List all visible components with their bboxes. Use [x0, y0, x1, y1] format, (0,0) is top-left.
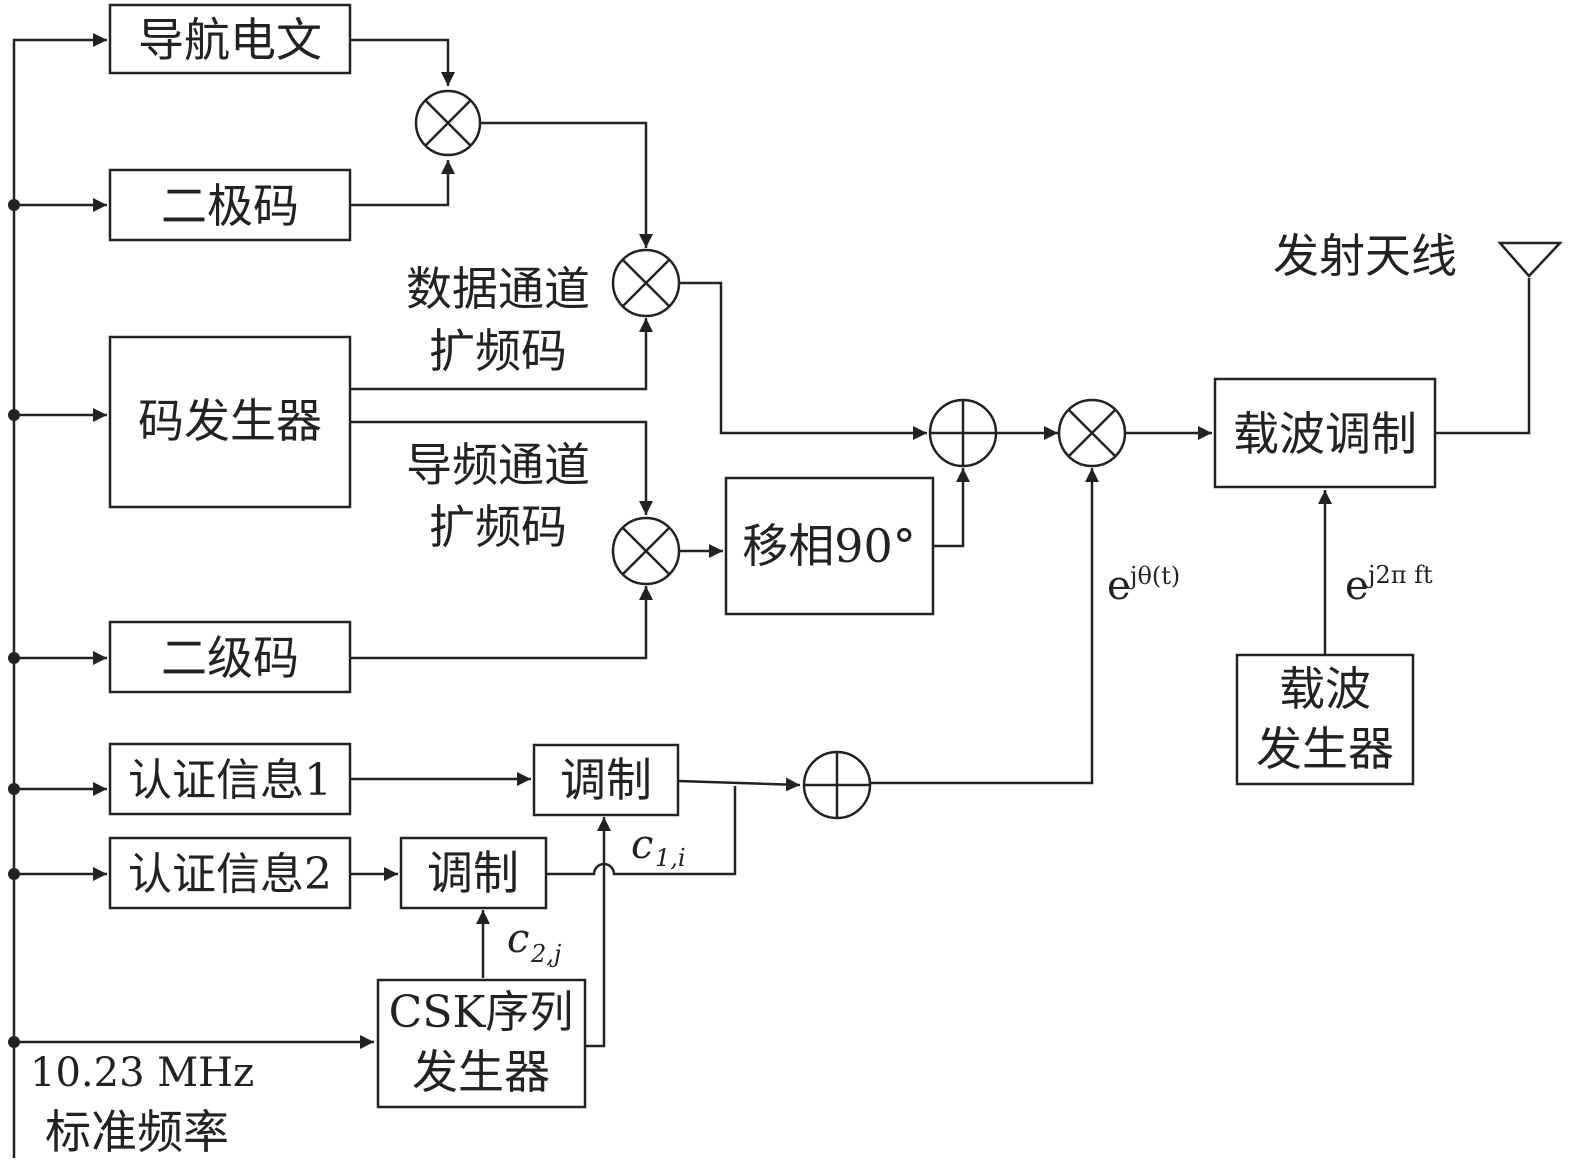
secondary-code-label: 二级码	[161, 631, 299, 685]
bipolar-code-label: 二极码	[161, 179, 299, 233]
clock-desc-label: 标准频率	[45, 1105, 229, 1159]
antenna-icon	[1497, 241, 1563, 278]
csk-label-line1: CSK序列	[389, 987, 574, 1038]
carrier-exp-label: e j2π ft	[1345, 561, 1433, 609]
tx-antenna-label: 发射天线	[1273, 229, 1457, 283]
auth-info-1-label: 认证信息1	[128, 755, 332, 806]
phase-shift-block: 移相90°	[724, 476, 935, 616]
code-generator-block: 码发生器	[108, 335, 352, 509]
phase-shift-label: 移相90°	[742, 519, 916, 573]
code-generator-label: 码发生器	[138, 394, 322, 448]
auth-info-2-label: 认证信息2	[128, 849, 332, 900]
svg-text:e: e	[1107, 563, 1131, 609]
bipolar-code-block: 二极码	[108, 168, 352, 242]
svg-text:c: c	[631, 822, 653, 868]
junction-dot	[8, 1036, 20, 1048]
nav-message-block: 导航电文	[108, 3, 352, 75]
carrier-generator-block: 载波 发生器	[1235, 653, 1415, 786]
adder-1	[928, 398, 998, 468]
theta-phase-label: e jθ(t)	[1107, 562, 1180, 609]
c1i-label: c 1,i	[631, 822, 686, 872]
junction-dot	[8, 652, 20, 664]
pilot-channel-label-line2: 扩频码	[429, 500, 567, 554]
multiplier-2	[611, 248, 681, 318]
multiplier-3	[611, 516, 681, 586]
carrier-modulation-block: 载波调制	[1213, 377, 1437, 489]
carrier-generator-line2: 发生器	[1256, 722, 1394, 776]
data-channel-label-line2: 扩频码	[429, 324, 567, 378]
svg-text:2,j: 2,j	[530, 940, 562, 968]
modulate-2-block: 调制	[399, 836, 548, 910]
auth-info-1-block: 认证信息1	[108, 742, 352, 816]
signal-lines	[350, 38, 1531, 1048]
clock-freq-label: 10.23 MHz	[30, 1050, 254, 1096]
csk-sequence-generator-block: CSK序列 发生器	[376, 978, 587, 1109]
adder-2	[802, 750, 872, 820]
svg-text:1,i: 1,i	[655, 844, 686, 872]
nav-message-label: 导航电文	[138, 13, 322, 67]
carrier-modulation-label: 载波调制	[1233, 407, 1417, 461]
svg-text:c: c	[507, 916, 529, 962]
modulate-1-label: 调制	[560, 753, 652, 807]
junction-dot	[8, 783, 20, 795]
clock-bus	[8, 33, 374, 1158]
data-channel-label-line1: 数据通道	[406, 262, 590, 316]
pilot-channel-label-line1: 导频通道	[406, 438, 590, 492]
junction-dot	[8, 868, 20, 880]
modulate-2-label: 调制	[427, 846, 519, 900]
svg-text:j2π ft: j2π ft	[1365, 561, 1433, 589]
auth-info-2-block: 认证信息2	[108, 836, 352, 910]
modulate-1-block: 调制	[532, 743, 680, 817]
secondary-code-block: 二级码	[108, 620, 352, 694]
carrier-generator-line1: 载波	[1279, 662, 1371, 716]
junction-dot	[8, 199, 20, 211]
junction-dot	[8, 409, 20, 421]
c2j-label: c 2,j	[507, 916, 562, 968]
multiplier-4	[1057, 398, 1127, 468]
multiplier-1	[414, 89, 482, 157]
svg-text:jθ(t): jθ(t)	[1127, 562, 1180, 590]
svg-text:e: e	[1345, 563, 1369, 609]
csk-label-line2: 发生器	[412, 1045, 550, 1099]
